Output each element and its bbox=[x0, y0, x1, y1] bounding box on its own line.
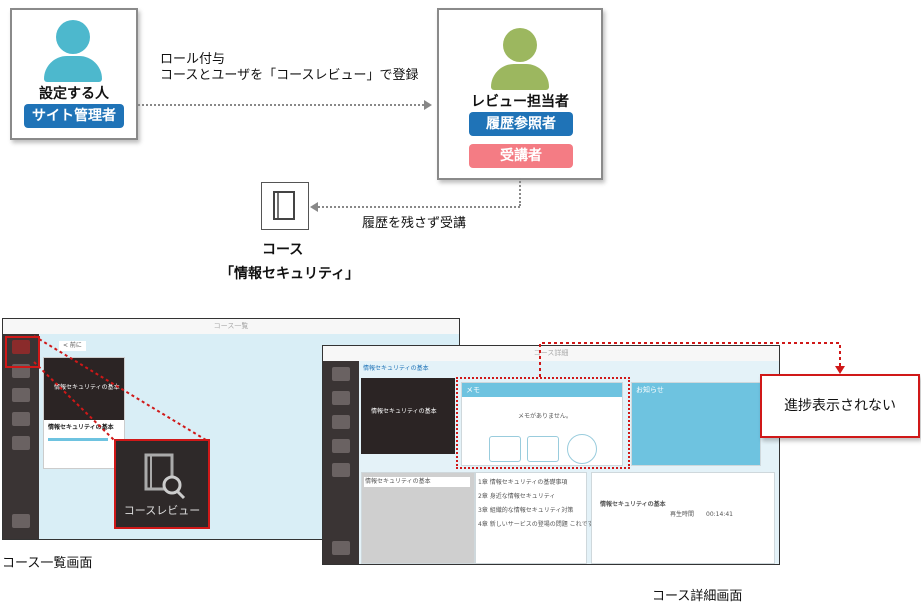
callout-text: 進捗表示されない bbox=[762, 398, 918, 414]
callout-box: 進捗表示されない bbox=[760, 374, 920, 438]
detail-caption: コース詳細画面 bbox=[652, 589, 742, 605]
